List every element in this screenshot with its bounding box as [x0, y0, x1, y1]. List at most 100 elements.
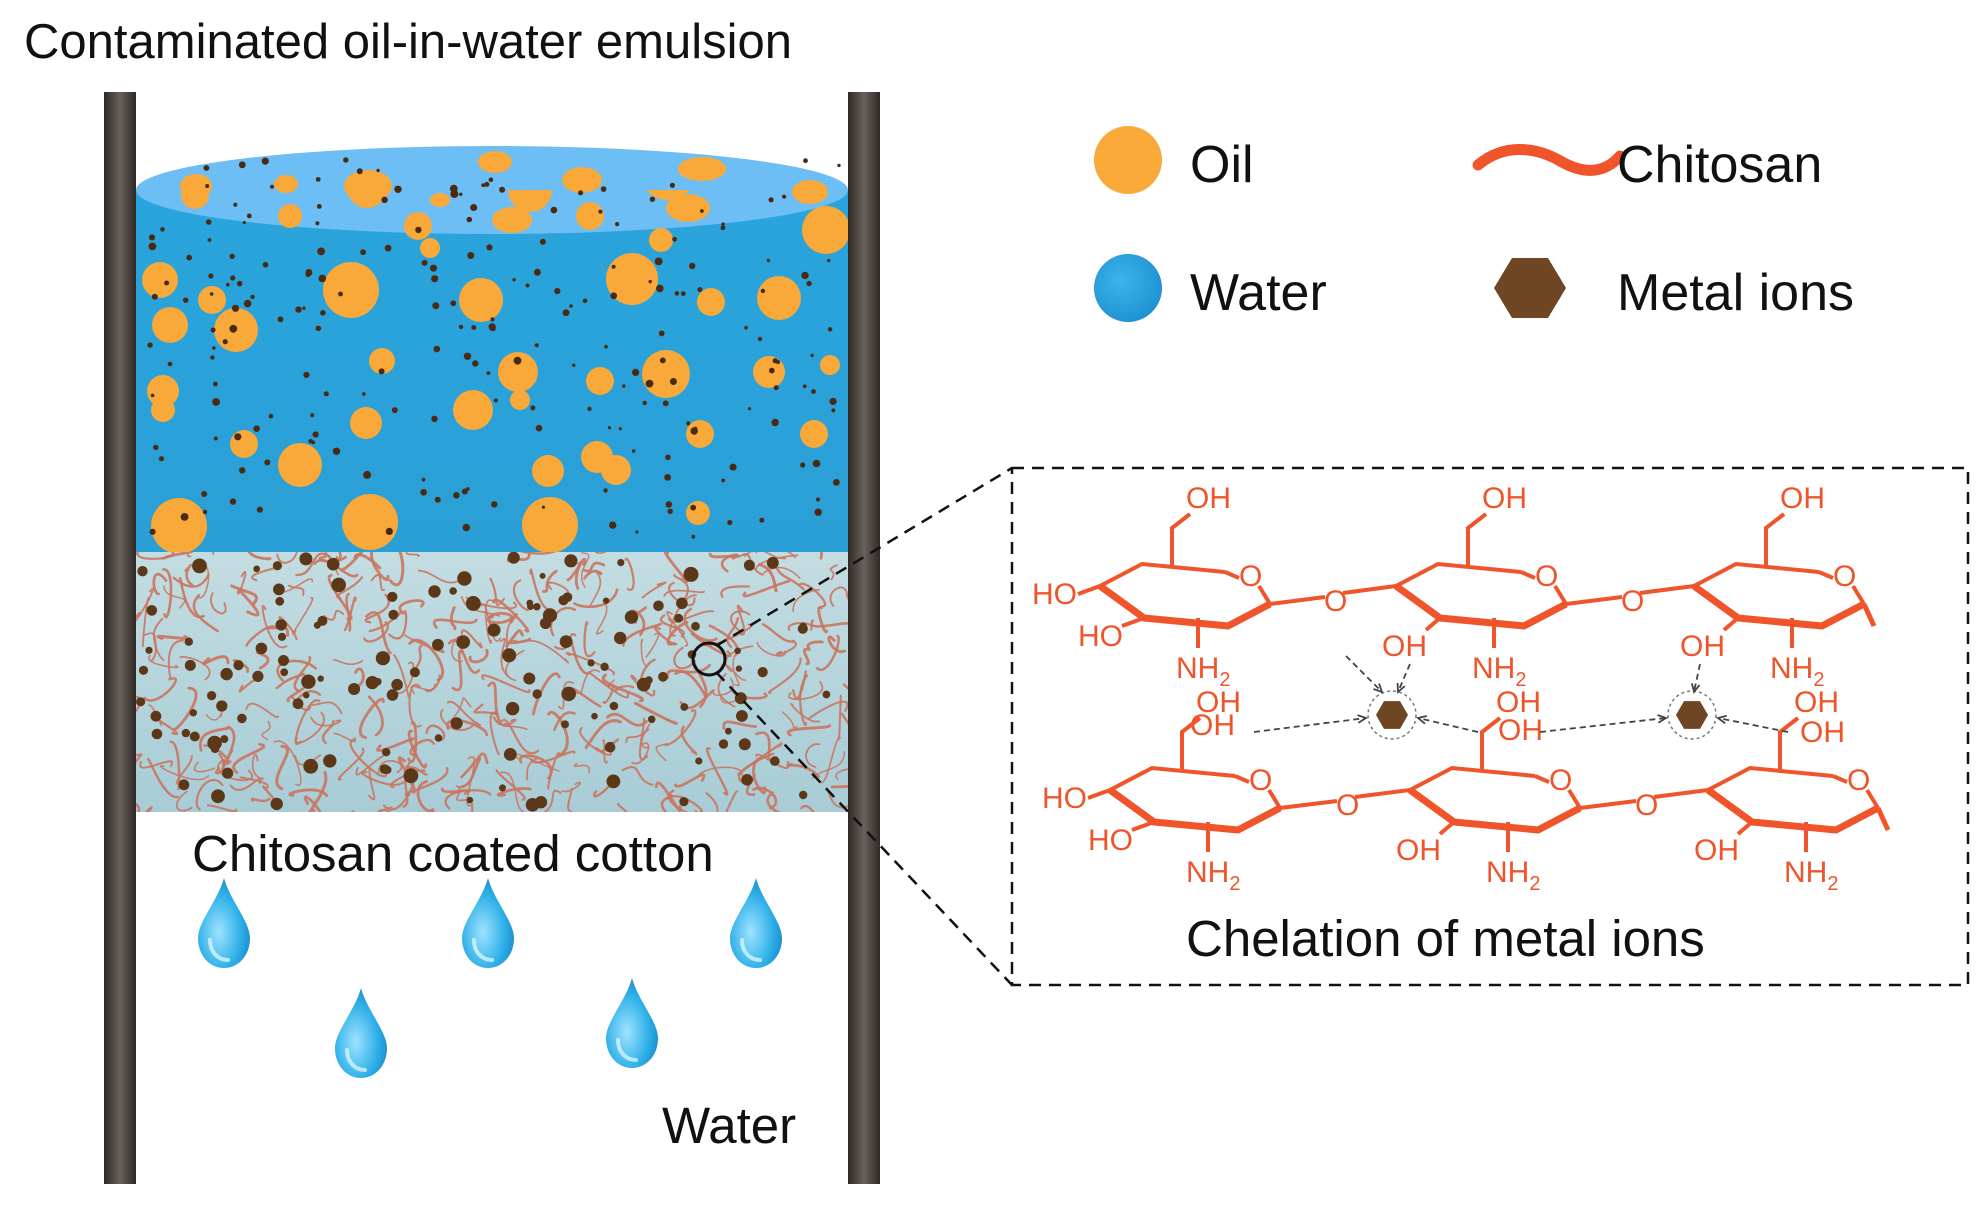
chitosan-fiber [173, 686, 198, 731]
contaminant-particle [320, 310, 326, 316]
contaminant-particle [229, 324, 238, 333]
contaminant-particle [378, 368, 385, 375]
trapped-metal-ion [220, 735, 229, 744]
contaminant-particle [759, 517, 765, 523]
glycosidic-oxygen-label: O [1336, 789, 1359, 822]
contaminant-particle [212, 398, 221, 406]
ring-bond-bold [1705, 787, 1880, 834]
contaminant-particle [305, 272, 311, 278]
glycosidic-bond [1579, 799, 1637, 810]
metal-ion-hexagon-icon [1376, 701, 1408, 729]
contaminant-particle [815, 497, 821, 502]
oil-droplet [753, 356, 785, 388]
chitosan-fiber [360, 770, 405, 786]
chitosan-fiber [232, 742, 266, 774]
chitosan-fiber [808, 700, 848, 720]
contaminant-particle [453, 492, 460, 499]
trapped-metal-ion [539, 572, 546, 579]
chitosan-fiber [673, 646, 697, 670]
ring-bond [1267, 788, 1282, 810]
water-drop-icon [606, 978, 658, 1068]
trapped-metal-ion [559, 635, 573, 648]
surface-oil-droplet [666, 194, 710, 222]
oil-droplet [646, 190, 690, 200]
chitosan-fiber [633, 701, 678, 725]
chitosan-fiber [492, 716, 517, 726]
chitosan-fiber [683, 607, 718, 642]
chitosan-fiber [722, 720, 758, 730]
coordination-arrow [1397, 663, 1411, 693]
coordination-arrowhead [1657, 714, 1669, 724]
contaminant-particle [486, 244, 493, 251]
chitosan-fiber [339, 552, 364, 572]
ring-bond-bold [1393, 583, 1568, 630]
metal-ion-hexagon-icon [1494, 258, 1566, 318]
trapped-metal-ion [797, 623, 808, 634]
contaminant-particle [302, 306, 306, 310]
chitosan-fiber [358, 697, 385, 740]
contaminant-particle [587, 406, 592, 411]
contaminant-particle [261, 157, 269, 165]
glucosamine-ring [1407, 716, 1582, 852]
oil-droplet [532, 455, 564, 487]
chitosan-fiber [640, 723, 651, 749]
chitosan-fiber [336, 576, 364, 600]
ch2oh-bond [1170, 512, 1192, 566]
chitosan-fiber [353, 553, 382, 570]
contaminant-particle [665, 501, 673, 508]
contaminant-particle [800, 462, 806, 468]
ring-bond [1865, 788, 1880, 810]
trapped-metal-ion [302, 691, 310, 699]
surface-oil-droplets [180, 151, 828, 233]
trapped-metal-ion [184, 659, 196, 671]
trapped-metal-ion [301, 674, 316, 689]
coordination-shell [1367, 690, 1417, 740]
filtered-water-drops [198, 878, 782, 1078]
contaminant-particle [338, 291, 343, 297]
trapped-metal-ion [466, 796, 474, 804]
ch2oh-bond [1778, 716, 1800, 770]
inset-caption: Chelation of metal ions [1186, 910, 1705, 967]
contaminant-particle [812, 459, 821, 468]
contaminant-particle [394, 185, 402, 193]
contaminant-particle [449, 184, 458, 193]
trapped-metal-ion [432, 638, 444, 651]
oil-droplet [649, 228, 673, 252]
chitosan-fiber [364, 611, 392, 655]
trapped-metal-ion [487, 623, 501, 637]
glycosidic-bond [1269, 595, 1326, 606]
trapped-metal-ion [387, 591, 398, 603]
coordination-arrowhead [1715, 714, 1727, 725]
chitosan-fiber [726, 617, 740, 649]
chitosan-fiber [145, 806, 153, 812]
contaminant-particle [150, 393, 155, 398]
chitosan-fiber [752, 757, 767, 795]
coordination-arrow [1693, 663, 1701, 693]
contaminant-particle [768, 197, 774, 203]
contaminant-particle [462, 523, 470, 532]
contaminant-particle [212, 346, 216, 350]
middle-oh-label: OH [1800, 716, 1845, 749]
chitosan-fiber [561, 781, 582, 793]
legend-water-label: Water [1190, 264, 1327, 322]
chitosan-fiber [368, 766, 376, 801]
ring-bond-bold [1107, 787, 1282, 834]
contaminant-particle [802, 384, 807, 389]
chitosan-fiber [146, 758, 179, 799]
contaminant-particle [239, 467, 246, 474]
contaminant-particle [148, 234, 156, 241]
oil-droplet [142, 262, 178, 298]
chitosan-fiber [470, 804, 474, 812]
contaminant-particle [391, 407, 398, 414]
contaminant-particle [431, 415, 438, 422]
chitosan-fiber [829, 564, 838, 581]
contaminant-particle [697, 287, 703, 293]
ring-bond [1234, 774, 1250, 784]
contaminant-particle [243, 299, 252, 308]
contaminant-particle [667, 508, 673, 514]
contaminant-particle [669, 378, 677, 385]
chitosan-fiber [664, 709, 697, 747]
trapped-metal-ion [220, 667, 233, 681]
water-body [136, 146, 848, 552]
surface-oil-droplet [430, 193, 450, 207]
